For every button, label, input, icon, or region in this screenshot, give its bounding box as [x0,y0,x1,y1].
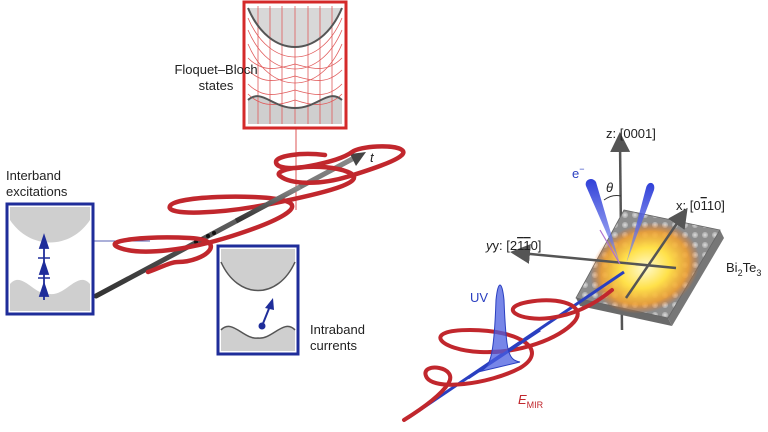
uv-label: UV [470,290,488,305]
time-axis-rod [93,154,359,299]
intraband-panel [216,244,300,356]
uv-pulse [477,284,521,373]
material-label: Bi2Te3 [726,260,761,278]
interband-label-line1: Interband [6,168,61,183]
y-axis [510,244,677,270]
x-axis [624,207,688,299]
y-axis-label: yy: [2110] [485,238,541,253]
floquet-label-line2: states [199,78,234,93]
interband-panel [5,202,95,316]
interband-label-line2: excitations [6,184,68,199]
electron-beam-axis [599,229,621,265]
time-axis-dots [194,231,216,244]
electron-beam-right [626,182,655,264]
mir-wave-right [402,288,614,422]
time-axis-label: t [370,150,375,165]
x-axis-label: x: [0110] [676,198,725,213]
theta-arc [603,195,622,201]
floquet-bloch-panel [242,0,348,130]
time-axis-front-segment [234,184,302,224]
time-axis-arrowhead [350,152,366,166]
floquet-label-line1: Floquet–Bloch [174,62,257,77]
theta-label: θ [606,180,613,195]
z-axis-label: z: [0001] [606,126,656,141]
electron-label: e− [572,164,585,181]
field-label: EMIR [518,392,544,410]
electron-beam-left [585,179,620,264]
intraband-label-line2: currents [310,338,357,353]
intraband-label-line1: Intraband [310,322,365,337]
